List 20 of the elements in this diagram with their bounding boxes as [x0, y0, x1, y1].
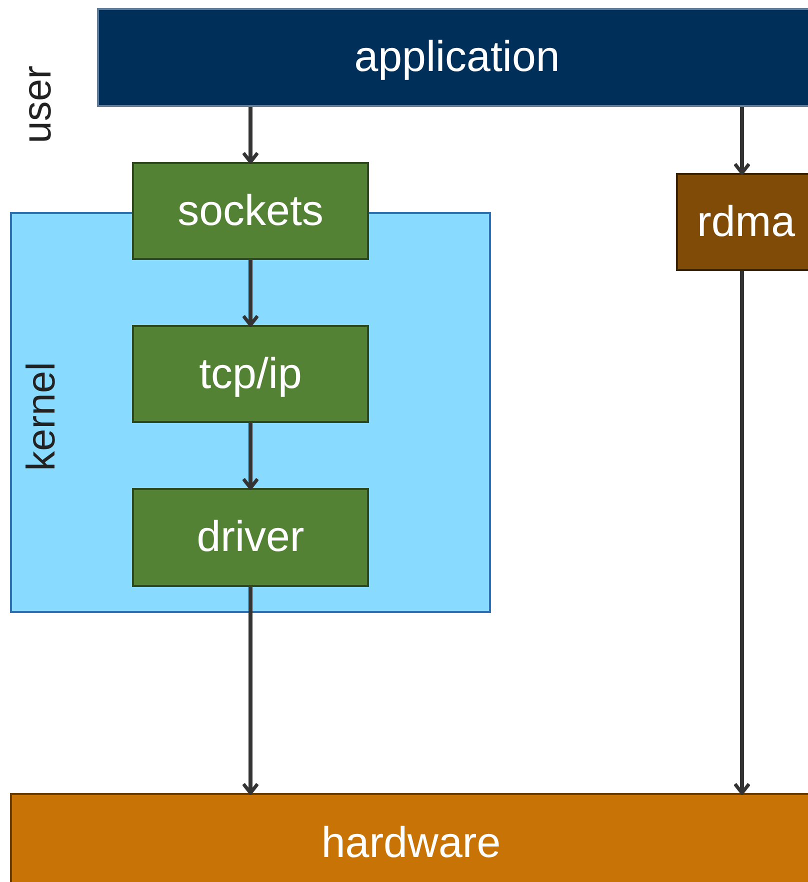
layer-box	[132, 488, 369, 587]
box-label: application	[354, 33, 560, 82]
arrow	[242, 423, 260, 490]
arrow	[242, 260, 260, 327]
layer-box	[132, 162, 369, 260]
region-label: kernel	[20, 361, 64, 473]
box-label: driver	[196, 513, 304, 562]
application-bar	[97, 8, 808, 107]
hardware-bar	[10, 793, 808, 882]
layer-box	[132, 325, 369, 423]
box-label: sockets	[178, 186, 324, 236]
arrow	[242, 587, 260, 795]
arrow	[733, 271, 751, 795]
arrow	[733, 107, 751, 175]
side-label: user	[16, 64, 60, 146]
box-label: rdma	[697, 198, 795, 246]
rdma-box	[676, 173, 808, 271]
arrow	[242, 107, 260, 164]
box-label: tcp/ip	[199, 350, 302, 398]
box-label: hardware	[321, 818, 501, 868]
